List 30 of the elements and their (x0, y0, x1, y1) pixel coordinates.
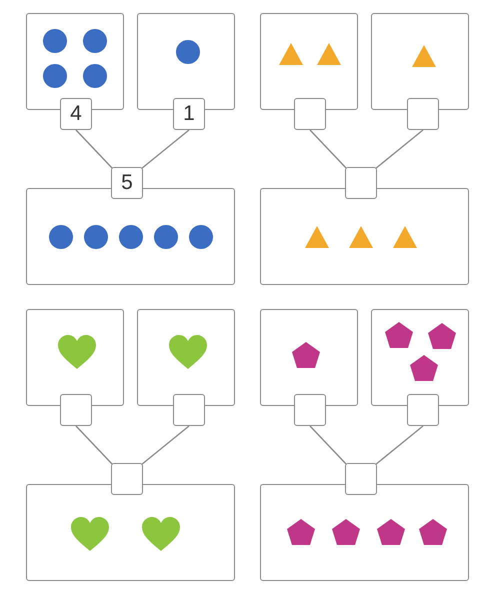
connector-line (374, 130, 424, 170)
picture-box (26, 188, 235, 285)
picture-box (371, 13, 469, 110)
number-box: 4 (60, 98, 92, 130)
answer-box (60, 394, 92, 426)
answer-box (407, 98, 439, 130)
answer-box (407, 394, 439, 426)
number-box: 1 (173, 98, 205, 130)
connector-line (140, 426, 190, 466)
answer-box (345, 463, 377, 495)
connector-line (76, 130, 114, 170)
connector-line (310, 130, 348, 170)
picture-box (260, 13, 358, 110)
picture-box (371, 309, 469, 406)
connector-line (76, 426, 114, 466)
picture-box (26, 484, 235, 581)
answer-box (294, 98, 326, 130)
picture-box (137, 309, 235, 406)
answer-box (173, 394, 205, 426)
number-box: 5 (111, 167, 143, 199)
picture-box (260, 188, 469, 285)
connector-line (310, 426, 348, 466)
connector-line (374, 426, 424, 466)
answer-box (111, 463, 143, 495)
picture-box (260, 484, 469, 581)
answer-box (294, 394, 326, 426)
answer-box (345, 167, 377, 199)
picture-box (260, 309, 358, 406)
picture-box (26, 309, 124, 406)
connector-line (140, 130, 190, 170)
